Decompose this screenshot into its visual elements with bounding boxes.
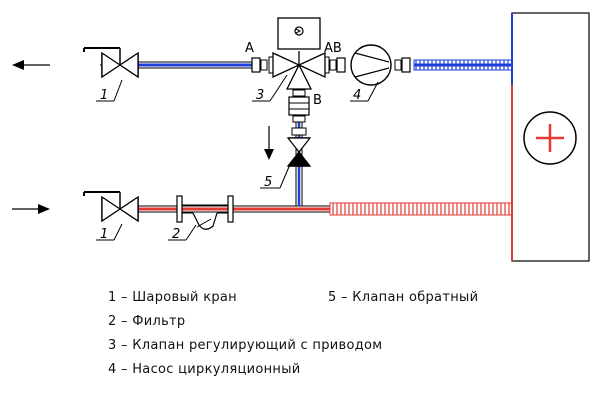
three-way-valve-icon bbox=[268, 51, 330, 90]
callout-pump: 4 bbox=[353, 88, 361, 103]
leader-lines bbox=[96, 74, 379, 241]
radiator-plus-icon bbox=[523, 111, 577, 165]
supply-pipe bbox=[138, 202, 513, 216]
legend-item-check-valve: 5 – Клапан обратный bbox=[328, 290, 479, 305]
actuator-icon bbox=[277, 17, 321, 50]
legend-item-pump: 4 – Насос циркуляционный bbox=[108, 362, 301, 377]
check-valve-icon bbox=[286, 137, 312, 167]
legend-item-control-valve: 3 – Клапан регулирующий с приводом bbox=[108, 338, 383, 353]
port-label-b: B bbox=[313, 93, 322, 108]
union-fitting bbox=[329, 57, 346, 73]
return-pipe bbox=[138, 59, 513, 71]
port-label-ab: AB bbox=[324, 41, 342, 56]
corrugated-return-hose bbox=[413, 59, 513, 71]
filter-icon bbox=[176, 195, 234, 230]
flow-arrow-icon bbox=[12, 204, 50, 214]
union-fitting bbox=[394, 57, 411, 73]
corrugated-supply-hose bbox=[329, 202, 513, 216]
flow-arrow-icon bbox=[12, 60, 50, 70]
piping-schematic: A AB B 1 1 2 3 4 5 bbox=[12, 12, 590, 262]
heat-exchanger bbox=[511, 12, 590, 262]
union-fitting bbox=[288, 89, 310, 123]
callout-valve-bottom: 1 bbox=[100, 227, 108, 242]
ball-valve-icon bbox=[83, 191, 139, 223]
legend-item-ball-valve: 1 – Шаровый кран bbox=[108, 290, 237, 305]
union-fitting bbox=[251, 57, 268, 73]
pump-icon bbox=[350, 44, 392, 86]
port-label-a: A bbox=[245, 41, 254, 56]
callout-valve-top: 1 bbox=[100, 88, 108, 103]
callout-filter: 2 bbox=[172, 227, 180, 242]
union-fitting bbox=[291, 127, 307, 136]
flow-arrow-icon bbox=[264, 126, 274, 160]
callout-check-valve: 5 bbox=[264, 175, 272, 190]
legend-item-filter: 2 – Фильтр bbox=[108, 314, 186, 329]
callout-three-way-valve: 3 bbox=[256, 88, 264, 103]
ball-valve-icon bbox=[83, 47, 139, 79]
